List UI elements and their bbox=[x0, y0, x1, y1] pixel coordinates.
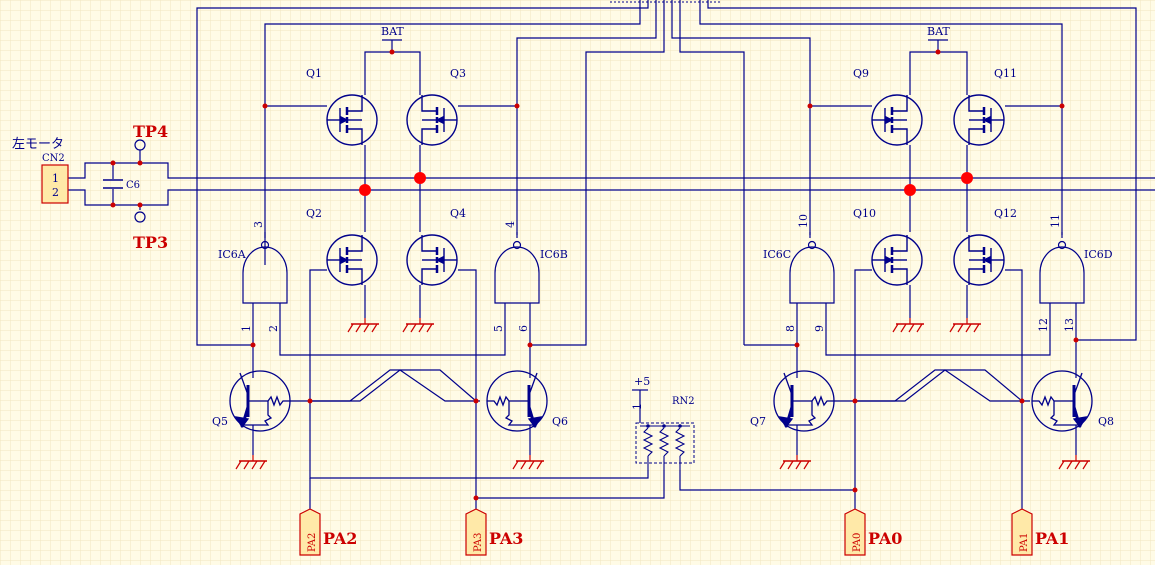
resistor-network-pin: 1 bbox=[631, 403, 644, 410]
gate-c-in2-pin: 9 bbox=[813, 325, 826, 332]
transistor-q7 bbox=[773, 370, 835, 432]
mosfet-q2-label: Q2 bbox=[306, 207, 322, 220]
port-pa1: PA1 PA1 bbox=[1011, 508, 1069, 556]
transistor-q6-label: Q6 bbox=[552, 415, 568, 428]
port-pa0-label: PA0 bbox=[868, 529, 902, 548]
nand-gate-d bbox=[1039, 240, 1085, 304]
port-pa3-inner: PA3 bbox=[473, 533, 484, 552]
motor-junctions bbox=[359, 172, 973, 196]
mosfet-q10-label: Q10 bbox=[853, 207, 876, 220]
connector-ref: CN2 bbox=[42, 153, 65, 164]
transistor-q7-label: Q7 bbox=[750, 415, 766, 428]
mosfet-q11-label: Q11 bbox=[994, 67, 1017, 80]
gate-b-ref: IC6B bbox=[540, 248, 568, 261]
mosfet-q11 bbox=[953, 94, 1005, 146]
nand-gate-c bbox=[789, 240, 835, 304]
capacitor-c6 bbox=[103, 179, 123, 189]
testpoint-tp3-label: TP3 bbox=[133, 233, 168, 252]
mosfet-q4 bbox=[406, 234, 458, 286]
gate-a-in1-pin: 1 bbox=[240, 325, 253, 332]
gate-d-ref: IC6D bbox=[1084, 248, 1113, 261]
connector-pin-2: 2 bbox=[52, 186, 59, 199]
mosfet-q3 bbox=[406, 94, 458, 146]
gate-a-in2-pin: 2 bbox=[267, 325, 280, 332]
bat-left-label: BAT bbox=[381, 25, 404, 38]
mosfet-q9-label: Q9 bbox=[853, 67, 869, 80]
nand-gates bbox=[242, 240, 1085, 304]
gate-c-ref: IC6C bbox=[763, 248, 791, 261]
gate-c-out-pin: 10 bbox=[797, 214, 810, 228]
testpoint-tp4-label: TP4 bbox=[133, 122, 168, 141]
gate-c-in1-pin: 8 bbox=[784, 325, 797, 332]
mosfet-q3-label: Q3 bbox=[450, 67, 466, 80]
port-pa2: PA2 PA2 bbox=[299, 508, 357, 556]
transistor-q8-label: Q8 bbox=[1098, 415, 1114, 428]
nand-gate-a bbox=[242, 240, 288, 304]
mosfet-q9 bbox=[871, 94, 923, 146]
mosfet-q1-label: Q1 bbox=[306, 67, 322, 80]
mosfet-q12 bbox=[953, 234, 1005, 286]
port-pa3-label: PA3 bbox=[489, 529, 523, 548]
gate-a-out-pin: 3 bbox=[252, 221, 265, 228]
gate-d-in2-pin: 13 bbox=[1063, 318, 1076, 332]
resistor-network-rn2 bbox=[635, 422, 695, 470]
mosfet-q4-label: Q4 bbox=[450, 207, 466, 220]
mosfets bbox=[326, 94, 1005, 286]
port-pa2-label: PA2 bbox=[323, 529, 357, 548]
testpoint-tp3-symbol bbox=[134, 211, 146, 223]
mosfet-q12-label: Q12 bbox=[994, 207, 1017, 220]
connector-caption: 左モータ bbox=[12, 137, 64, 152]
port-pa0-inner: PA0 bbox=[852, 533, 863, 552]
port-pa3: PA3 PA3 bbox=[465, 508, 523, 556]
port-pa1-label: PA1 bbox=[1035, 529, 1069, 548]
transistor-q5 bbox=[229, 370, 291, 432]
gate-d-out-pin: 11 bbox=[1049, 214, 1062, 228]
small-junctions bbox=[110, 49, 1079, 501]
gate-b-out-pin: 4 bbox=[504, 221, 517, 228]
transistor-q5-label: Q5 bbox=[212, 415, 228, 428]
mosfet-q2 bbox=[326, 234, 378, 286]
transistor-q6 bbox=[486, 370, 548, 432]
bat-right-label: BAT bbox=[927, 25, 950, 38]
gate-a-ref: IC6A bbox=[218, 248, 247, 261]
connector-cn2: 左モータ CN2 1 2 bbox=[12, 137, 69, 204]
port-pa2-inner: PA2 bbox=[307, 533, 318, 552]
npn-transistors bbox=[229, 370, 1093, 432]
resistor-network-ref: RN2 bbox=[672, 396, 695, 407]
gate-b-in2-pin: 6 bbox=[517, 325, 530, 332]
nand-gate-b bbox=[494, 240, 540, 304]
gate-d-in1-pin: 12 bbox=[1037, 318, 1050, 332]
mosfet-q1 bbox=[326, 94, 378, 146]
port-pa1-inner: PA1 bbox=[1019, 533, 1030, 552]
connector-pin-1: 1 bbox=[52, 172, 59, 185]
testpoint-tp4-symbol bbox=[134, 139, 146, 151]
wires bbox=[68, 0, 1155, 510]
plus5-label: +5 bbox=[634, 375, 650, 388]
gate-b-in1-pin: 5 bbox=[492, 325, 505, 332]
port-pa0: PA0 PA0 bbox=[844, 508, 902, 556]
mosfet-q10 bbox=[871, 234, 923, 286]
transistor-q8 bbox=[1031, 370, 1093, 432]
capacitor-ref: C6 bbox=[126, 180, 140, 191]
